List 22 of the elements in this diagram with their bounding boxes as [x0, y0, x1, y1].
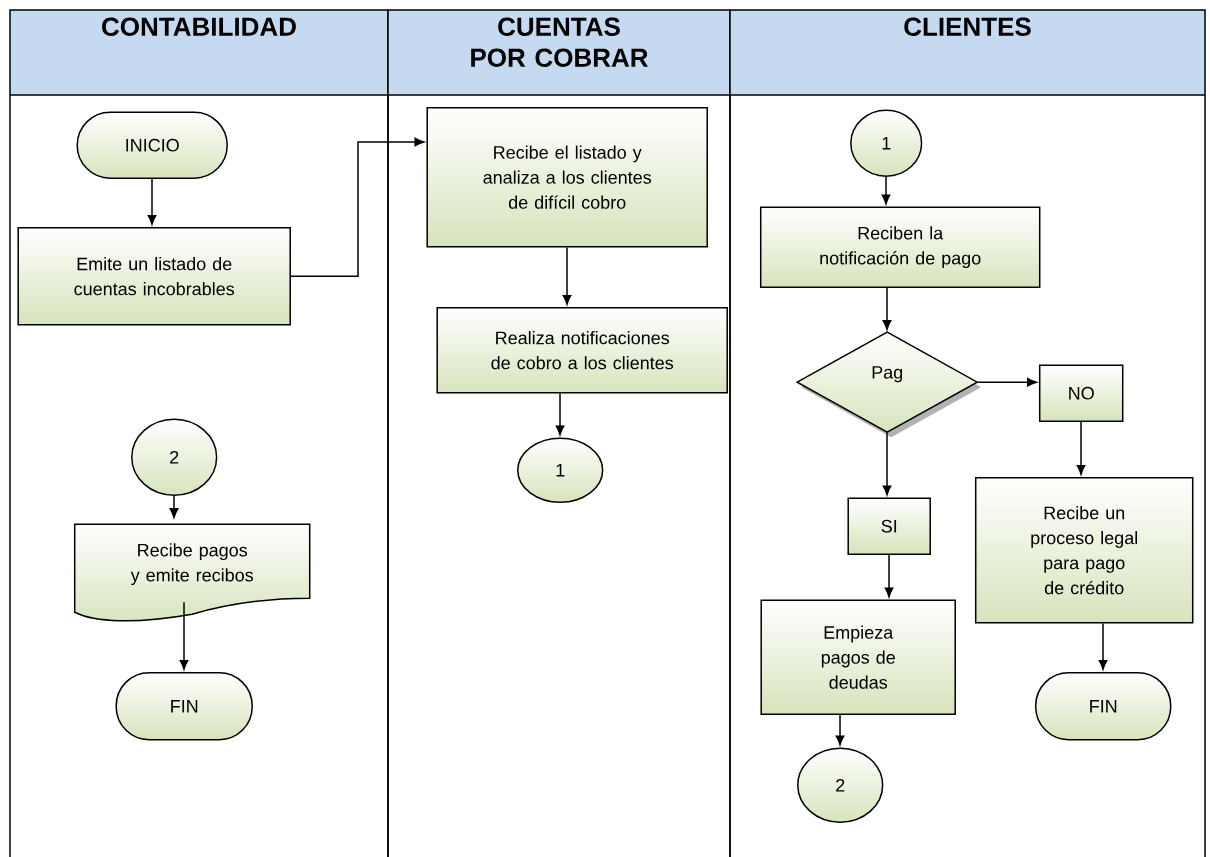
process-box: Reciben la notificación de pago — [759, 206, 1041, 288]
arrow — [290, 137, 425, 277]
arrow — [1076, 421, 1086, 475]
arrow — [562, 246, 572, 305]
arrow — [169, 495, 179, 518]
arrow — [147, 178, 157, 225]
process-box: Realiza notificaciones de cobro a los clientes — [436, 306, 728, 394]
arrow — [1098, 622, 1108, 670]
arrow — [555, 392, 565, 436]
arrow — [882, 287, 892, 330]
arrow — [884, 554, 894, 598]
arrow — [881, 176, 891, 205]
process-box: Recibe el listado y analiza a los clientes de difícil cobro — [426, 106, 708, 248]
arrow — [976, 377, 1037, 387]
arrow — [179, 601, 189, 670]
arrow — [835, 714, 845, 746]
process-box: SI — [847, 497, 931, 555]
process-box: NO — [1038, 364, 1124, 422]
process-box: Emite un listado de cuentas incobrables — [17, 226, 291, 326]
process-box: Empieza pagos de deudas — [760, 599, 956, 715]
process-box: Recibe un proceso legal para pago de crédito — [974, 476, 1194, 624]
arrow — [882, 431, 892, 496]
